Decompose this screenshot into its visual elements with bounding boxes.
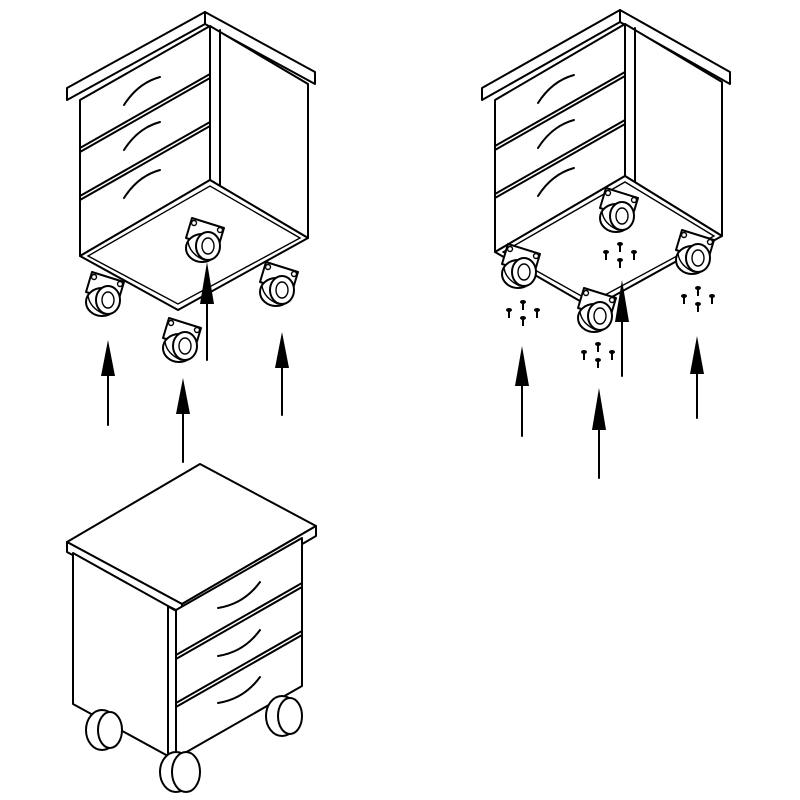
panel-screw-casters (481, 9, 731, 479)
arrow-up (515, 346, 529, 437)
caster-wheel (259, 261, 299, 307)
screw-group (681, 286, 715, 312)
panel-assembled-cabinet (66, 463, 317, 793)
cabinet-upside-view (481, 9, 731, 309)
caster-wheel (265, 695, 303, 737)
screw-group (581, 342, 615, 368)
caster-wheel (85, 271, 125, 317)
arrow-up (176, 378, 190, 463)
arrow-up (101, 340, 115, 426)
arrow-up (592, 388, 606, 479)
arrow-up (615, 280, 629, 377)
caster-wheel (162, 317, 202, 363)
screw-group (506, 300, 540, 326)
arrow-up (275, 332, 289, 416)
caster-wheel (159, 751, 201, 793)
caster-wheel (85, 709, 123, 751)
arrow-up (690, 336, 704, 419)
arrow-up (200, 262, 214, 361)
panel-attach-casters (66, 11, 316, 463)
